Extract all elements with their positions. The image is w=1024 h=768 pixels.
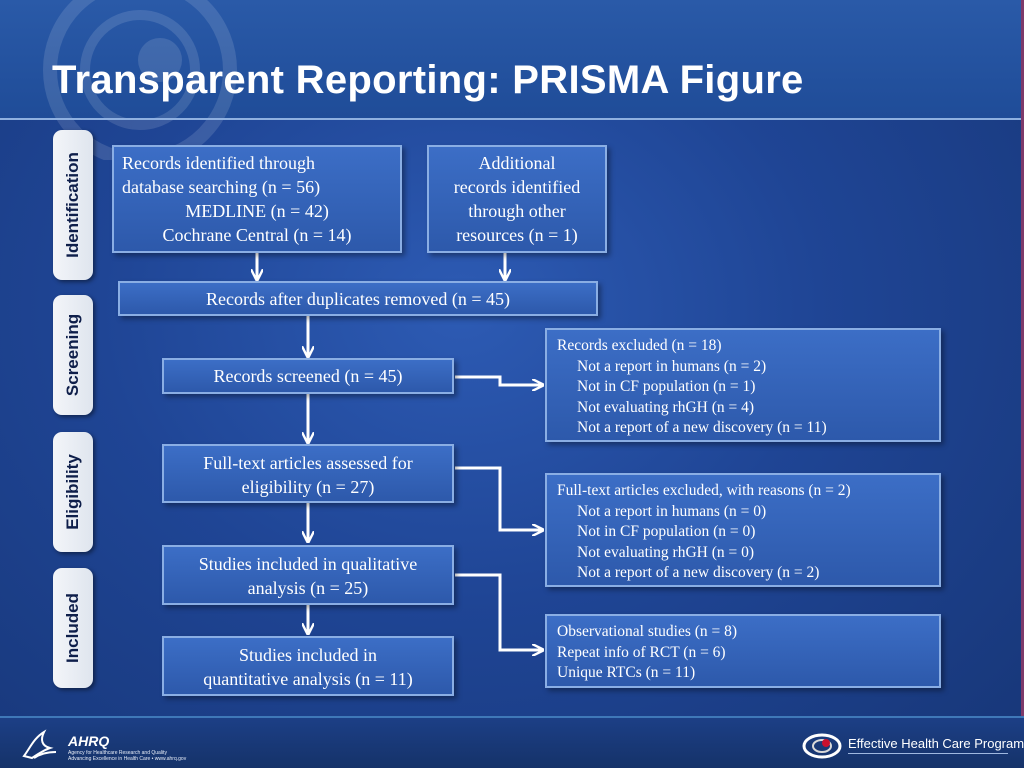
- records-excluded-header: Records excluded (n = 18): [557, 337, 722, 354]
- box-full-text-assessed: Full-text articles assessed for eligibil…: [162, 444, 454, 503]
- records-identified-cochrane: Cochrane Central (n = 14): [162, 225, 352, 245]
- effective-health-care-logo-icon: [802, 733, 842, 759]
- duplicates-removed-text: Records after duplicates removed (n = 45…: [205, 289, 511, 309]
- records-identified-line-2: database searching (n = 56): [122, 177, 321, 197]
- qualitative-line-1: Studies included in qualitative: [198, 554, 418, 574]
- box-records-excluded: Records excluded (n = 18) Not a report i…: [545, 328, 941, 442]
- not-quantitative-line-1: Observational studies (n = 8): [557, 623, 738, 640]
- arrow-qualitative-to-notquant: [455, 573, 543, 650]
- title-divider: [0, 118, 1024, 120]
- box-records-identified: Records identified through database sear…: [112, 145, 402, 253]
- full-text-excluded-item-2: Not in CF population (n = 0): [577, 523, 756, 540]
- right-edge-accent: [1021, 0, 1024, 768]
- full-text-excluded-item-3: Not evaluating rhGH (n = 0): [577, 543, 755, 561]
- full-text-excluded-item-4: Not a report of a new discovery (n = 2): [577, 564, 820, 581]
- hhs-eagle-icon: [22, 729, 57, 760]
- records-excluded-item-1: Not a report in humans (n = 2): [577, 357, 767, 375]
- decorative-swirl-icon: [43, 0, 237, 160]
- stage-eligibility: Eligibility: [53, 432, 93, 552]
- not-quantitative-line-2: Repeat info of RCT (n = 6): [557, 643, 726, 661]
- records-excluded-item-4: Not a report of a new discovery (n = 11): [577, 419, 827, 436]
- records-identified-medline: MEDLINE (n = 42): [185, 201, 329, 221]
- records-identified-line-1: Records identified through: [122, 153, 315, 173]
- stage-identification: Identification: [53, 130, 93, 280]
- arrow-fulltext-to-ftexcluded: [455, 466, 543, 530]
- page-title: Transparent Reporting: PRISMA Figure: [52, 58, 804, 102]
- box-additional-records: Additional records identified through ot…: [427, 145, 607, 253]
- qualitative-line-2: analysis (n = 25): [247, 578, 369, 598]
- additional-records-line-4: resources (n = 1): [456, 225, 578, 245]
- stage-screening: Screening: [53, 295, 93, 415]
- footer-bar: [0, 716, 1024, 768]
- title-bar: Transparent Reporting: PRISMA Figure: [0, 0, 1024, 160]
- stage-included: Included: [53, 568, 93, 688]
- additional-records-line-2: records identified: [453, 177, 581, 197]
- additional-records-line-3: through other: [468, 201, 566, 221]
- box-qualitative: Studies included in qualitative analysis…: [162, 545, 454, 605]
- records-excluded-item-3: Not evaluating rhGH (n = 4): [577, 398, 755, 416]
- ahrq-tagline-1: Agency for Healthcare Research and Quali…: [68, 750, 167, 756]
- effective-health-care-underline: [848, 753, 1008, 754]
- quantitative-line-1: Studies included in: [239, 645, 377, 665]
- additional-records-line-1: Additional: [478, 153, 556, 173]
- full-text-excluded-header: Full-text articles excluded, with reason…: [557, 482, 851, 499]
- box-records-screened: Records screened (n = 45): [162, 358, 454, 394]
- ahrq-logo: AHRQ: [68, 733, 110, 749]
- full-text-assessed-line-2: eligibility (n = 27): [241, 477, 375, 497]
- not-quantitative-line-3: Unique RTCs (n = 11): [557, 664, 696, 681]
- box-not-quantitative: Observational studies (n = 8) Repeat inf…: [545, 614, 941, 688]
- full-text-assessed-line-1: Full-text articles assessed for: [203, 453, 413, 473]
- full-text-excluded-item-1: Not a report in humans (n = 0): [577, 502, 767, 520]
- box-duplicates-removed: Records after duplicates removed (n = 45…: [118, 281, 598, 316]
- records-screened-text: Records screened (n = 45): [213, 366, 403, 386]
- quantitative-line-2: quantitative analysis (n = 11): [203, 669, 413, 689]
- ahrq-tagline-2: Advancing Excellence in Health Care • ww…: [68, 756, 187, 762]
- arrow-screened-to-excluded: [455, 375, 543, 385]
- effective-health-care-program-label: Effective Health Care Program: [848, 736, 1024, 751]
- ahrq-tagline: Agency for Healthcare Research and Quali…: [68, 750, 186, 762]
- box-full-text-excluded: Full-text articles excluded, with reason…: [545, 473, 941, 587]
- box-quantitative: Studies included in quantitative analysi…: [162, 636, 454, 696]
- records-excluded-item-2: Not in CF population (n = 1): [577, 378, 756, 395]
